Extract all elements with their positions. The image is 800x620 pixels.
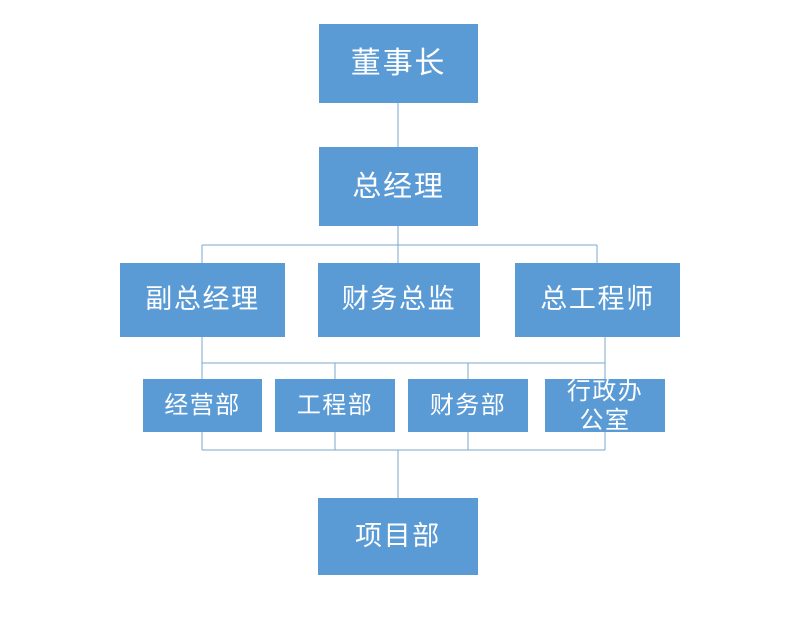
org-node-engineering-dept[interactable]: 工程部 — [275, 379, 395, 432]
org-node-label-chairman: 董事长 — [350, 45, 447, 81]
org-node-label-deputy-general-manager: 副总经理 — [145, 284, 260, 316]
org-node-label-general-manager: 总经理 — [352, 169, 445, 204]
org-node-general-manager[interactable]: 总经理 — [319, 147, 478, 226]
org-node-chief-engineer[interactable]: 总工程师 — [515, 263, 680, 337]
org-node-label-admin-office: 行政办 公室 — [566, 377, 644, 434]
org-node-finance-dept[interactable]: 财务部 — [408, 379, 528, 432]
org-node-label-project-dept: 项目部 — [355, 520, 441, 552]
org-node-label-operations-dept: 经营部 — [164, 391, 241, 420]
org-node-label-finance-director: 财务总监 — [341, 284, 457, 316]
org-node-chairman[interactable]: 董事长 — [319, 24, 478, 103]
org-node-deputy-general-manager[interactable]: 副总经理 — [120, 263, 285, 337]
org-node-label-chief-engineer: 总工程师 — [540, 284, 655, 316]
org-node-operations-dept[interactable]: 经营部 — [143, 379, 262, 432]
org-node-label-engineering-dept: 工程部 — [296, 391, 374, 420]
org-node-project-dept[interactable]: 项目部 — [318, 498, 478, 575]
org-node-finance-director[interactable]: 财务总监 — [318, 263, 480, 337]
org-node-admin-office[interactable]: 行政办 公室 — [545, 377, 665, 434]
org-node-label-finance-dept: 财务部 — [429, 391, 507, 420]
